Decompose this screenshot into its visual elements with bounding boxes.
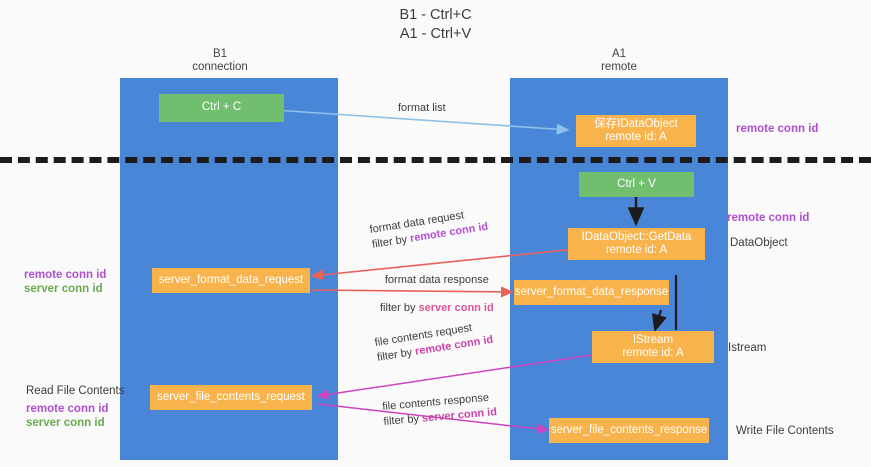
diagram-title: B1 - Ctrl+C A1 - Ctrl+V (0, 6, 871, 44)
box-save-idataobject-label: 保存IDataObject (594, 117, 678, 130)
annotation-left-server-conn-id-mid: server conn id (24, 283, 103, 295)
phase-divider (0, 157, 871, 163)
edge-label-format-data-response-line1: format data response (384, 274, 489, 286)
annotation-write-file-contents: Write File Contents (736, 425, 834, 437)
annotation-dataobject: DataObject (730, 237, 788, 249)
box-server-format-data-response[interactable]: server_format_data_response (514, 280, 669, 305)
annotation-read-file-contents: Read File Contents (26, 385, 125, 397)
filter-key-server-conn-id: server conn id (418, 302, 494, 314)
box-server-file-contents-response[interactable]: server_file_contents_response (549, 418, 709, 443)
box-save-idataobject[interactable]: 保存IDataObject remote id: A (576, 115, 696, 147)
annotation-left-server-conn-id-bottom: server conn id (26, 417, 105, 429)
edge-label-format-data-request: format data request filter by remote con… (369, 205, 490, 253)
column-header-a1-role: remote (601, 61, 637, 73)
annotation-left-remote-conn-id-bottom: remote conn id (26, 403, 109, 415)
column-header-a1-name: A1 (611, 48, 627, 60)
box-server-format-data-request-label: server_format_data_request (158, 273, 304, 286)
box-ctrl-c[interactable]: Ctrl + C (159, 94, 284, 122)
box-idataobject-getdata[interactable]: IDataObject::GetData remote id: A (568, 228, 705, 260)
title-line-2: A1 - Ctrl+V (399, 26, 472, 42)
box-idataobject-getdata-label: IDataObject::GetData (581, 230, 692, 243)
box-ctrl-c-label: Ctrl + C (201, 101, 242, 114)
edge-label-format-data-response: format data response filter by server co… (380, 273, 494, 316)
box-ctrl-v[interactable]: Ctrl + V (579, 172, 694, 197)
edge-label-format-list: format list (398, 102, 446, 114)
filter-prefix-4: filter by (383, 412, 423, 428)
box-ctrl-v-label: Ctrl + V (617, 177, 656, 190)
box-istream-label: IStream (632, 333, 674, 346)
column-header-b1: B1 connection (110, 48, 330, 74)
box-server-format-data-request[interactable]: server_format_data_request (152, 268, 310, 293)
title-line-1: B1 - Ctrl+C (399, 7, 472, 23)
annotation-istream: Istream (728, 342, 767, 354)
column-header-a1: A1 remote (509, 48, 729, 74)
box-server-file-contents-request[interactable]: server_file_contents_request (150, 385, 312, 410)
box-idataobject-getdata-sub: remote id: A (605, 244, 668, 256)
edge-label-file-contents-request: file contents request filter by remote c… (374, 318, 495, 366)
column-header-b1-role: connection (192, 61, 248, 73)
box-save-idataobject-sub: remote id: A (605, 131, 667, 143)
annotation-remote-conn-id-top: remote conn id (736, 123, 819, 135)
annotation-remote-conn-id-mid: remote conn id (727, 212, 810, 224)
filter-prefix-2: filter by (380, 302, 419, 314)
edge-label-format-data-response-line2: filter by server conn id (380, 301, 494, 316)
box-server-file-contents-response-label: server_file_contents_response (550, 423, 708, 436)
edge-label-file-contents-response: file contents response filter by server … (382, 390, 498, 430)
column-header-b1-name: B1 (212, 48, 228, 60)
box-server-file-contents-request-label: server_file_contents_request (157, 390, 305, 403)
annotation-left-remote-conn-id-mid: remote conn id (24, 269, 107, 281)
box-istream-sub: remote id: A (622, 347, 684, 359)
box-istream[interactable]: IStream remote id: A (592, 331, 714, 363)
box-server-format-data-response-label: server_format_data_response (514, 285, 669, 298)
